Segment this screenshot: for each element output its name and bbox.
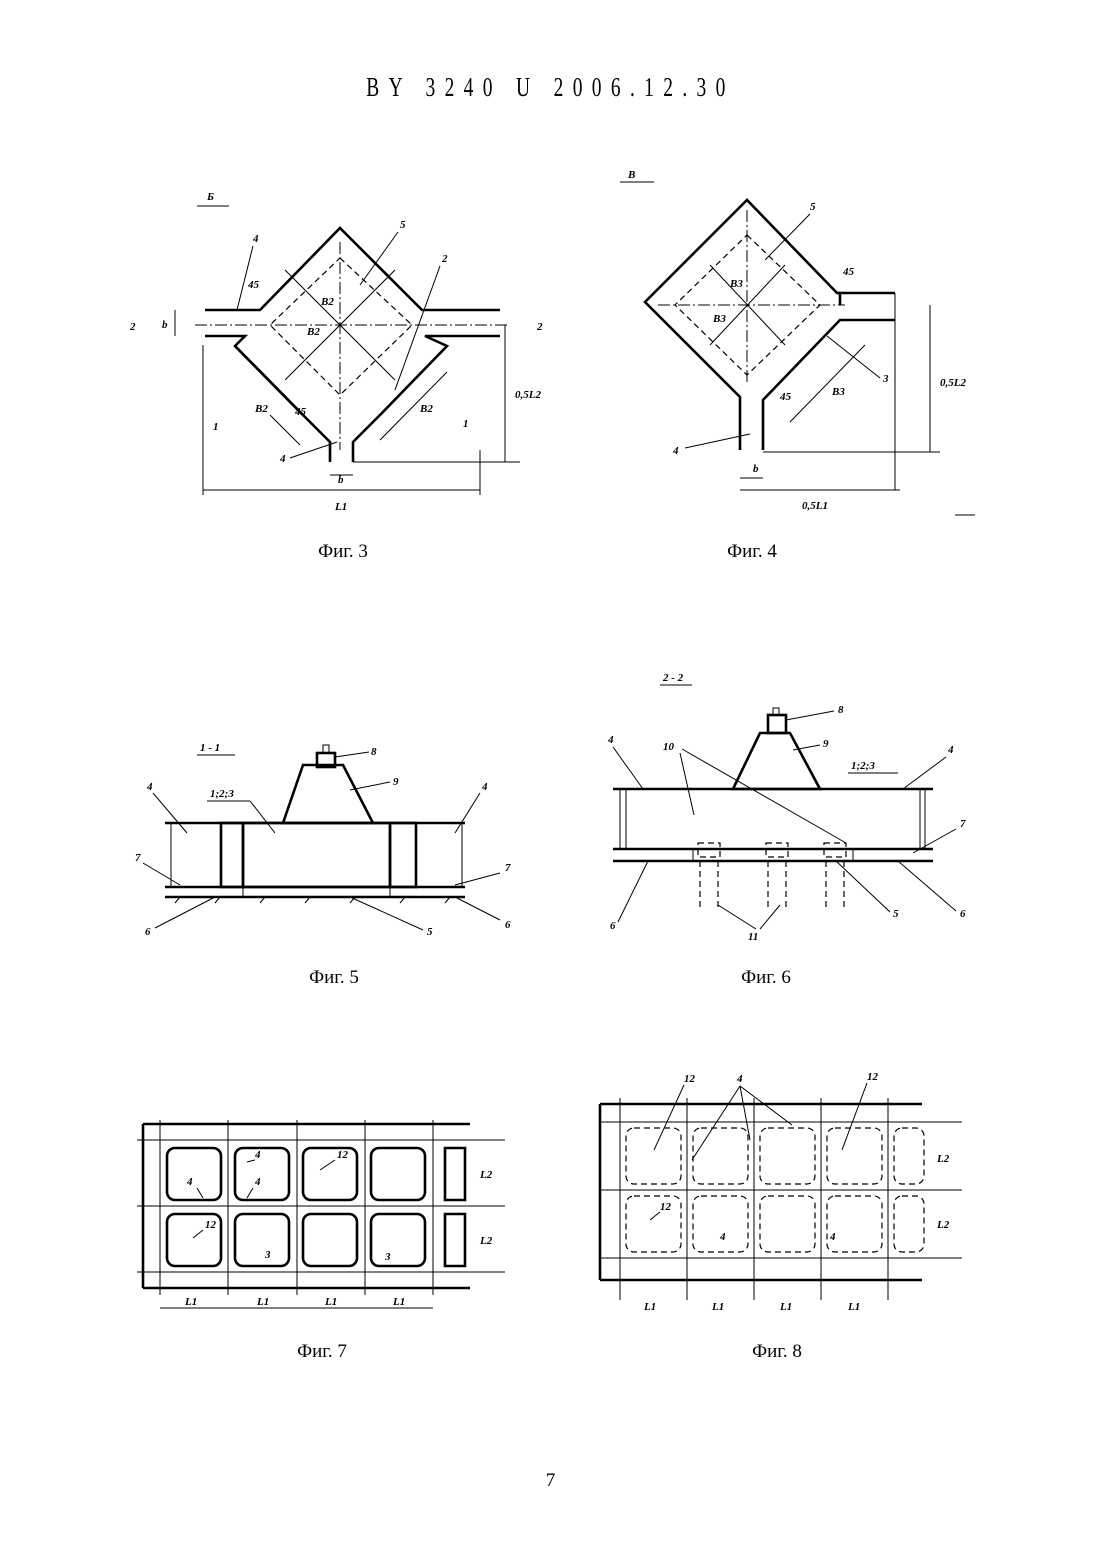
- fig6-label-8: 8: [838, 704, 844, 716]
- fig7-label-4c: 4: [254, 1176, 261, 1188]
- figure-8-drawing: 12 4 12 12 4 4 L2 L2 L1 L1 L1 L1: [592, 1070, 977, 1320]
- fig8-label-4: 4: [736, 1073, 743, 1085]
- fig3-label-B2a: B2: [320, 296, 334, 308]
- figure-6-caption: Фиг. 6: [666, 967, 866, 989]
- fig6-label-6a: 6: [610, 920, 616, 932]
- fig5-label-8: 8: [371, 746, 377, 758]
- fig5-section-mark: 1 - 1: [200, 742, 220, 754]
- fig4-label-05L1: 0,5L1: [802, 500, 828, 512]
- figure-7-drawing: 4 4 4 12 12 3 3 L2 L2 L1 L1 L1 L1: [125, 1110, 520, 1320]
- fig3-label-5: 5: [400, 219, 406, 231]
- fig7-label-L1a: L1: [184, 1296, 197, 1308]
- fig6-label-4b: 4: [947, 744, 954, 756]
- fig4-label-45b: 45: [779, 391, 792, 403]
- fig5-label-9: 9: [393, 776, 399, 788]
- fig8-label-L1b: L1: [711, 1301, 724, 1313]
- fig3-label-b1: b: [162, 319, 168, 331]
- fig6-label-10: 10: [663, 741, 675, 753]
- fig3-label-45a: 45: [247, 279, 260, 291]
- fig7-label-12b: 12: [205, 1219, 217, 1231]
- fig8-section-4a: 4: [719, 1231, 726, 1243]
- fig7-label-4b: 4: [186, 1176, 193, 1188]
- figure-8-caption: Фиг. 8: [677, 1341, 877, 1363]
- fig5-label-4b: 4: [481, 781, 488, 793]
- fig5-label-6a: 6: [145, 926, 151, 938]
- fig4-label-5: 5: [810, 201, 816, 213]
- fig7-section-3b: 3: [384, 1251, 391, 1263]
- fig3-section-1a: 1: [213, 421, 219, 433]
- fig5-label-123: 1;2;3: [210, 788, 234, 800]
- figure-3-drawing: Б 4 5 2 45 45 b b B2 B2 B2 B2 0,5L2 L1 1…: [125, 180, 555, 515]
- fig5-label-6b: 6: [505, 919, 511, 931]
- fig3-label-B2c: B2: [254, 403, 268, 415]
- fig6-label-7: 7: [960, 818, 966, 830]
- figure-5-caption: Фиг. 5: [234, 967, 434, 989]
- fig3-label-B2b: B2: [306, 326, 320, 338]
- fig5-label-4a: 4: [146, 781, 153, 793]
- fig3-label-4b: 4: [279, 453, 286, 465]
- fig7-label-L1b: L1: [256, 1296, 269, 1308]
- fig4-label-B3a: B3: [729, 278, 743, 290]
- fig6-label-9: 9: [823, 738, 829, 750]
- fig3-label-L1: L1: [334, 501, 347, 513]
- fig4-label-3: 3: [882, 373, 889, 385]
- fig4-section-mark: В: [627, 169, 635, 181]
- document-header: BY 3240 U 2006.12.30: [154, 72, 947, 103]
- fig4-label-b: b: [753, 463, 759, 475]
- fig3-label-b2: b: [338, 474, 344, 486]
- fig7-label-L2a: L2: [479, 1169, 493, 1181]
- fig3-section-mark: Б: [206, 191, 214, 203]
- fig6-label-5: 5: [893, 908, 899, 920]
- fig3-label-45b: 45: [294, 406, 307, 418]
- fig8-label-12b: 12: [867, 1071, 879, 1083]
- fig4-label-B3b: B3: [712, 313, 726, 325]
- fig6-section-mark: 2 - 2: [662, 672, 684, 684]
- fig5-label-5: 5: [427, 926, 433, 938]
- figure-4-drawing: В 5 45 45 B3 B3 B3 3 0,5L2 4 b 0,5L1: [600, 160, 980, 520]
- figure-5-drawing: 1 - 1 8 9 1;2;3 4 4 7 7: [125, 735, 525, 945]
- fig8-label-L1c: L1: [779, 1301, 792, 1313]
- fig7-label-12a: 12: [337, 1149, 349, 1161]
- fig3-label-4: 4: [252, 233, 259, 245]
- fig3-section-2b: 2: [536, 321, 543, 333]
- fig8-label-12c: 12: [660, 1201, 672, 1213]
- figure-4-caption: Фиг. 4: [652, 541, 852, 563]
- fig3-section-1b: 1: [463, 418, 469, 430]
- figure-3-caption: Фиг. 3: [243, 541, 443, 563]
- fig3-label-2: 2: [441, 253, 448, 265]
- fig8-label-L2b: L2: [936, 1219, 950, 1231]
- fig6-label-4a: 4: [607, 734, 614, 746]
- fig8-label-L1a: L1: [643, 1301, 656, 1313]
- figure-6-drawing: 2 - 2 8 9 10 1;2;3 4 4 7 6 5 6 11: [598, 665, 978, 950]
- fig4-label-05L2: 0,5L2: [940, 377, 966, 389]
- fig6-label-11: 11: [748, 931, 758, 943]
- fig3-label-B2d: B2: [419, 403, 433, 415]
- fig6-label-6b: 6: [960, 908, 966, 920]
- fig8-label-L1d: L1: [847, 1301, 860, 1313]
- figure-7-caption: Фиг. 7: [222, 1341, 422, 1363]
- fig3-label-05L2: 0,5L2: [515, 389, 541, 401]
- fig7-label-4a: 4: [254, 1149, 261, 1161]
- fig7-label-L1c: L1: [324, 1296, 337, 1308]
- fig4-label-4: 4: [672, 445, 679, 457]
- fig8-section-4b: 4: [829, 1231, 836, 1243]
- fig7-section-3a: 3: [264, 1249, 271, 1261]
- page-number: 7: [0, 1470, 1101, 1492]
- fig8-label-L2a: L2: [936, 1153, 950, 1165]
- fig8-label-12a: 12: [684, 1073, 696, 1085]
- fig5-label-7a: 7: [135, 852, 141, 864]
- fig4-label-45a: 45: [842, 266, 855, 278]
- fig4-label-B3c: B3: [831, 386, 845, 398]
- fig3-section-2a: 2: [129, 321, 136, 333]
- fig7-label-L2b: L2: [479, 1235, 493, 1247]
- fig6-label-123: 1;2;3: [851, 760, 875, 772]
- fig5-label-7b: 7: [505, 862, 511, 874]
- fig7-label-L1d: L1: [392, 1296, 405, 1308]
